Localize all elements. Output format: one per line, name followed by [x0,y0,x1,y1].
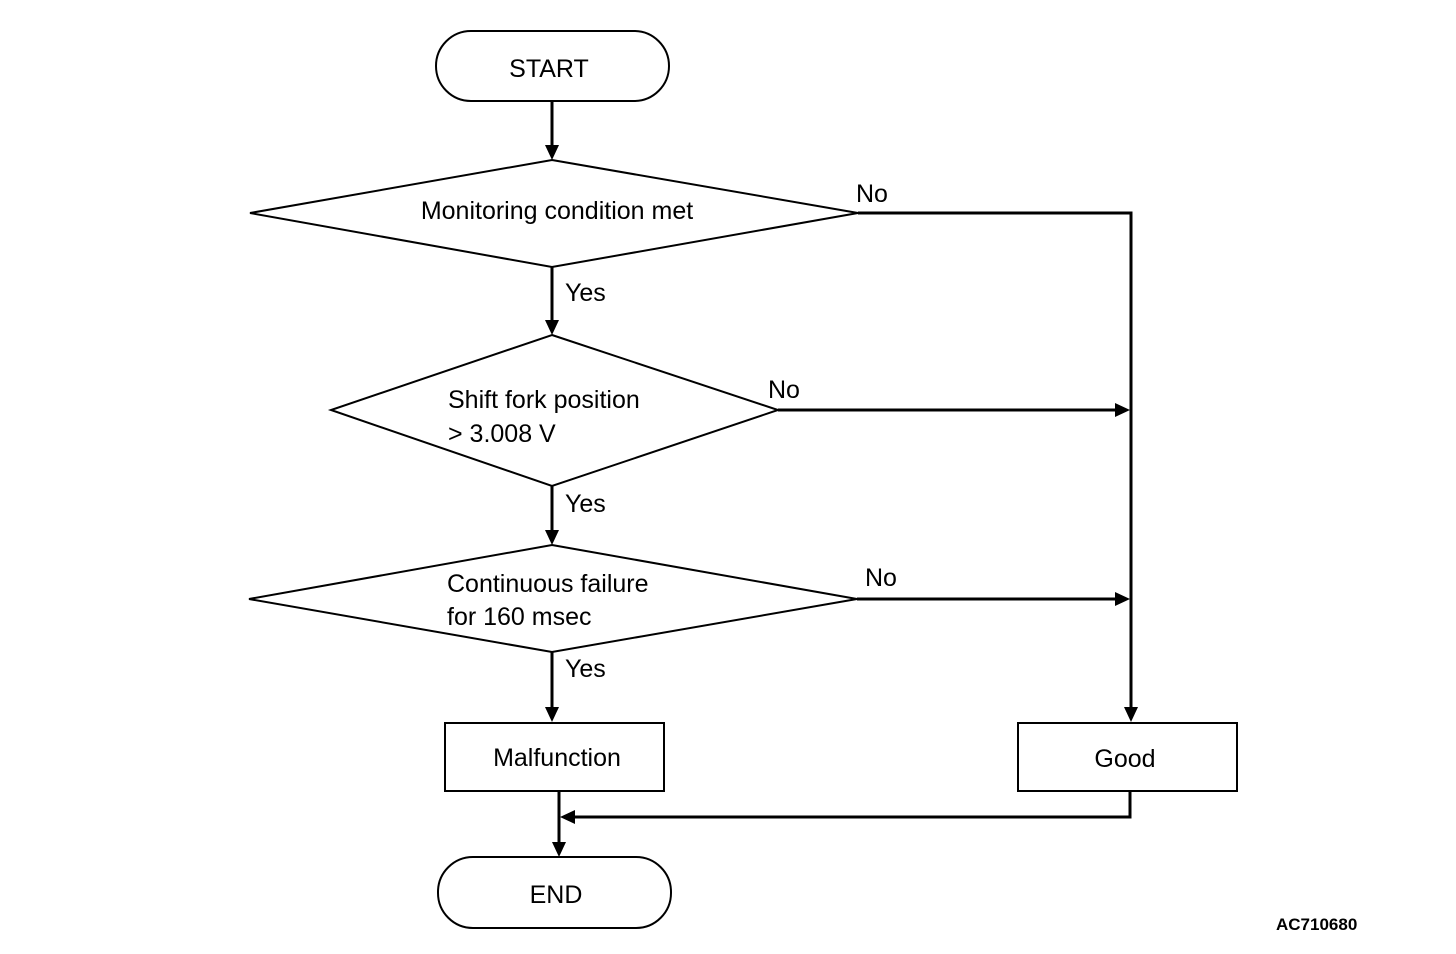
arrowhead [1115,403,1130,417]
continuous-yes-label: Yes [565,655,606,683]
continuous-failure-label-line2: for 160 msec [447,603,592,631]
arrowhead [545,530,559,545]
good-label: Good [1094,745,1155,773]
monitoring-yes-label: Yes [565,279,606,307]
continuous-failure-label-line1: Continuous failure [447,570,649,598]
malfunction-box [444,722,665,792]
decision-continuous-failure [248,543,858,654]
connector-good-to-end [575,791,1132,819]
arrowhead [560,810,575,824]
arrowhead [1124,707,1138,722]
malfunction-label: Malfunction [493,744,621,772]
shift-fork-no-label: No [768,376,800,404]
figure-id: AC710680 [1276,915,1357,934]
shift-fork-label-line1: Shift fork position [448,386,640,414]
arrowhead [1115,592,1130,606]
arrowhead [545,145,559,160]
arrowhead [552,842,566,857]
arrowhead [545,320,559,335]
arrowhead [545,707,559,722]
end-terminator [437,856,672,929]
continuous-no-label: No [865,564,897,592]
shift-fork-label-line2: > 3.008 V [448,420,556,448]
monitoring-condition-label: Monitoring condition met [421,197,693,225]
end-label: END [530,881,583,909]
monitoring-no-label: No [856,180,888,208]
start-label: START [509,55,589,83]
connector-monitoring-no [858,211,1133,708]
good-box [1017,722,1238,792]
shift-fork-yes-label: Yes [565,490,606,518]
